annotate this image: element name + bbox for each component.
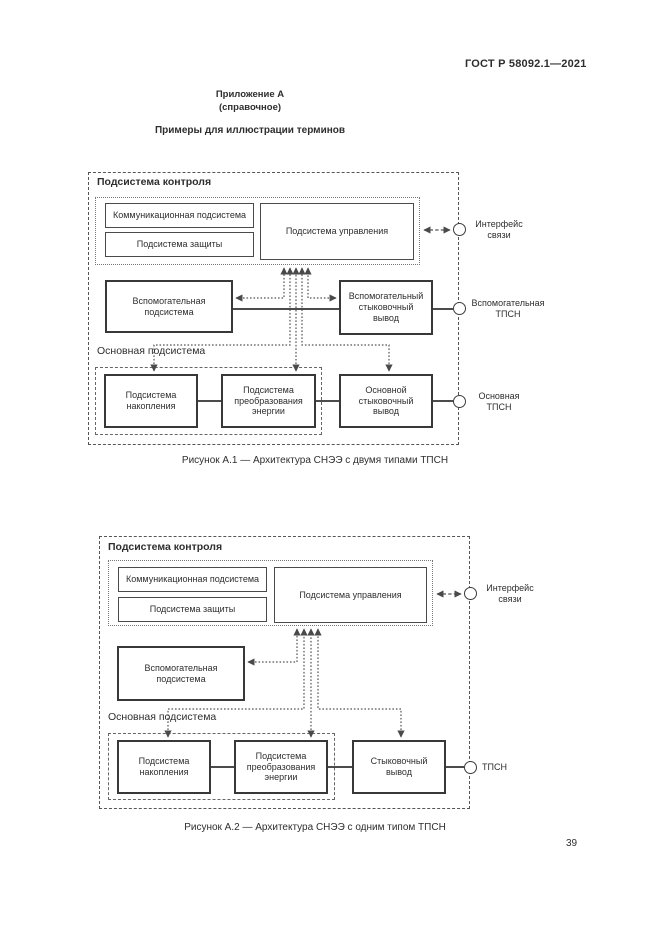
figure2-main-group-label: Основная подсистема: [108, 711, 217, 723]
figure1-aux-dock-box: Вспомогательный стыковочный вывод: [339, 280, 433, 335]
figure2-communication-subsystem-box: Коммуникационная подсистема: [118, 567, 267, 592]
figure1-management-subsystem-box: Подсистема управления: [260, 203, 414, 260]
figure2-protection-subsystem-box: Подсистема защиты: [118, 597, 267, 622]
control-trace-aux: [235, 267, 288, 302]
figure2-control-group-label: Подсистема контроля: [108, 541, 223, 553]
tpsn-port-label: ТПСН: [482, 762, 507, 772]
interface-port-label: Интерфейс связи: [475, 219, 523, 240]
figure1-conversion-subsystem-box: Подсистема преобразования энергии: [221, 374, 316, 428]
figure2-aux-subsystem-box: Вспомогательная подсистема: [117, 646, 245, 701]
control-trace-dock: [314, 628, 405, 738]
figure1-control-group-box: [95, 197, 420, 265]
main-port-label: Основная ТПСН: [478, 391, 520, 412]
appendix-type: (справочное): [218, 102, 282, 113]
figure1-main-group-label: Основная подсистема: [97, 345, 206, 357]
figure2-diagram: Подсистема контроля Коммуникационная под…: [99, 536, 534, 809]
doc-number: ГОСТ Р 58092.1—2021: [465, 58, 587, 70]
appendix-heading: Приложение А: [215, 89, 285, 100]
control-trace-aux: [247, 628, 301, 666]
figure1-storage-subsystem-box: Подсистема накопления: [104, 374, 198, 428]
interface-port-label: Интерфейс связи: [486, 583, 534, 604]
figure2-dock-box: Стыковочный вывод: [352, 740, 446, 794]
figure1-main-dock-box: Основной стыковочный вывод: [339, 374, 433, 428]
figure1-caption: Рисунок А.1 — Архитектура СНЭЭ с двумя т…: [181, 455, 449, 466]
figure2-caption: Рисунок А.2 — Архитектура СНЭЭ с одним т…: [184, 822, 446, 833]
figure1-control-group-label: Подсистема контроля: [97, 176, 212, 188]
figure2-control-group-box: [108, 560, 433, 626]
figure1-protection-subsystem-box: Подсистема защиты: [105, 232, 254, 257]
figure1-communication-subsystem-box: Коммуникационная подсистема: [105, 203, 254, 228]
interface-port-circle: [464, 587, 477, 600]
interface-port-circle: [453, 223, 466, 236]
page-number: 39: [566, 838, 578, 849]
control-trace-aux-dock: [304, 267, 337, 302]
section-title: Примеры для иллюстрации терминов: [154, 125, 346, 136]
figure1-diagram: Подсистема контроля Коммуникационная под…: [88, 172, 544, 445]
main-port-circle: [453, 395, 466, 408]
figure2-management-subsystem-box: Подсистема управления: [274, 567, 427, 623]
figure2-conversion-subsystem-box: Подсистема преобразования энергии: [234, 740, 328, 794]
tpsn-port-circle: [464, 761, 477, 774]
aux-port-circle: [453, 302, 466, 315]
figure2-storage-subsystem-box: Подсистема накопления: [117, 740, 211, 794]
figure1-aux-subsystem-box: Вспомогательная подсистема: [105, 280, 233, 333]
aux-port-label: Вспомогательная ТПСН: [471, 298, 545, 319]
